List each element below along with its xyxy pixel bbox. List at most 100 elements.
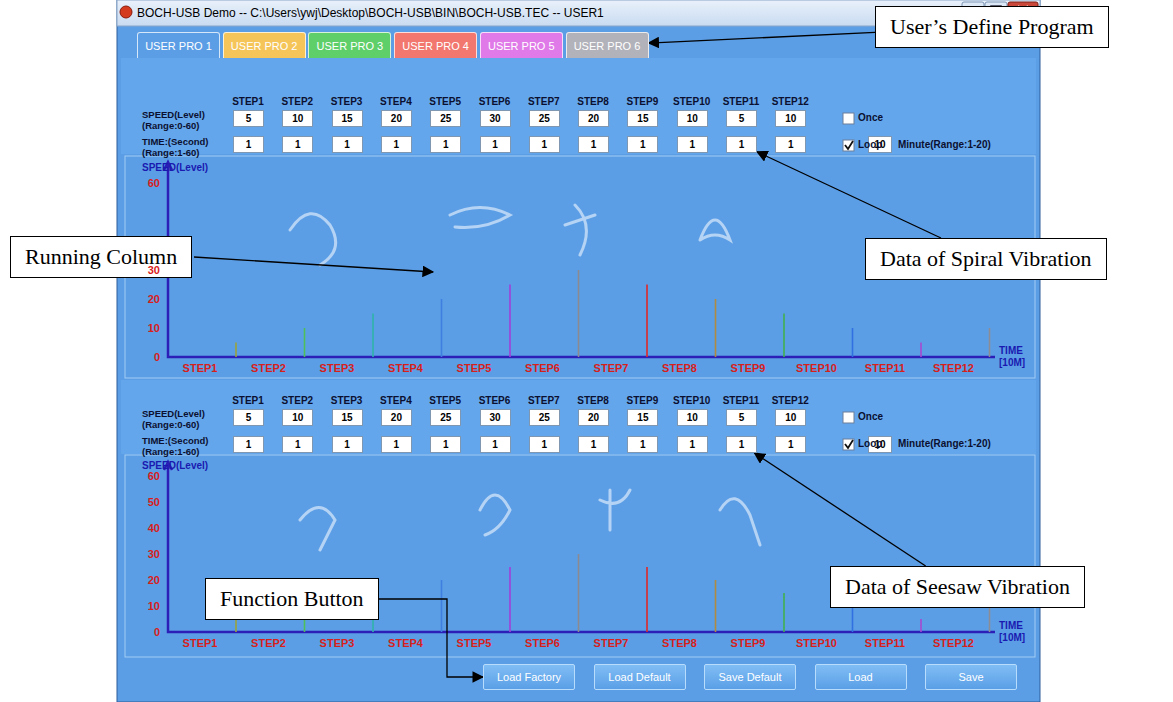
running-column — [715, 299, 717, 357]
speed-field: 5 — [233, 409, 264, 426]
tick-label: 40 — [148, 522, 160, 534]
tick-label: 30 — [148, 264, 160, 276]
node-text: 1 — [344, 439, 350, 450]
time-field: 1 — [726, 136, 757, 153]
step-header: STEP5 — [429, 96, 461, 107]
node-text: 15 — [342, 412, 353, 423]
node-text: 10 — [687, 113, 698, 124]
path-shape — [450, 208, 510, 228]
node-text: 1 — [591, 439, 597, 450]
node-text: Load Default — [608, 671, 670, 683]
time-field: 1 — [282, 136, 313, 153]
running-column — [578, 270, 580, 357]
time-field: 1 — [381, 436, 412, 453]
step-header: STEP7 — [528, 395, 560, 406]
step-header: STEP4 — [380, 96, 412, 107]
axis-step: STEP2 — [251, 362, 286, 374]
speed-field: 15 — [332, 409, 363, 426]
node-text: 25 — [539, 113, 550, 124]
speed-field: 20 — [578, 409, 609, 426]
tick-label: 10 — [148, 322, 160, 334]
time-field: 1 — [332, 436, 363, 453]
running-column — [783, 593, 785, 632]
time-field: 1 — [775, 136, 806, 153]
time-field: 1 — [578, 136, 609, 153]
running-column — [715, 580, 717, 632]
speed-field: 10 — [282, 409, 313, 426]
time-field: 1 — [430, 436, 461, 453]
circle-shape — [120, 6, 132, 18]
node-text: USER PRO 1 — [145, 40, 212, 52]
speed-field: 10 — [282, 110, 313, 127]
node-text: 1 — [344, 139, 350, 150]
callout-arrow — [757, 152, 941, 238]
function-button: Load — [815, 664, 907, 690]
running-column — [920, 343, 922, 358]
node-text: 25 — [440, 412, 451, 423]
time-field: 1 — [578, 436, 609, 453]
axis-step: STEP10 — [796, 362, 837, 374]
axis-step: STEP3 — [320, 362, 355, 374]
line-shape — [194, 257, 433, 272]
row-label: SPEED(Level) (Range:0-60) — [142, 408, 222, 430]
rect-shape — [843, 412, 854, 423]
tick-label: 60 — [148, 177, 160, 189]
callout-arrow — [754, 453, 925, 566]
node-text: 1 — [394, 139, 400, 150]
option-label: Once — [858, 411, 883, 422]
step-header: STEP3 — [331, 96, 363, 107]
axis-title: SPEED(Level) — [142, 162, 208, 174]
axis-step: STEP4 — [388, 362, 423, 374]
step-header: STEP12 — [772, 395, 809, 406]
axis-step: STEP5 — [457, 637, 492, 649]
time-field: 1 — [627, 436, 658, 453]
node-text: 1 — [739, 139, 745, 150]
node-text: Function Button — [220, 586, 364, 611]
option-label: Loop — [858, 139, 882, 150]
tick-label: 20 — [148, 293, 160, 305]
node-text: 15 — [637, 113, 648, 124]
step-header: STEP12 — [772, 96, 809, 107]
rect-shape — [121, 58, 1036, 154]
axis-step: STEP12 — [933, 637, 974, 649]
step-header: STEP9 — [627, 395, 659, 406]
node-text: 20 — [391, 412, 402, 423]
time-field: 1 — [775, 436, 806, 453]
node-text: 1 — [246, 439, 252, 450]
path-shape — [600, 490, 630, 530]
speed-field: 15 — [332, 110, 363, 127]
time-field: 1 — [381, 136, 412, 153]
axis-step: STEP5 — [457, 362, 492, 374]
node-text: 1 — [640, 139, 646, 150]
time-field: 1 — [529, 436, 560, 453]
node-text: 1 — [443, 139, 449, 150]
node-text: 5 — [739, 113, 745, 124]
axis-step: STEP11 — [865, 362, 905, 374]
tick-label: 0 — [154, 626, 160, 638]
step-header: STEP8 — [577, 96, 609, 107]
speed-field: 25 — [430, 110, 461, 127]
function-button: Save — [925, 664, 1017, 690]
running-column — [372, 314, 374, 358]
time-field: 1 — [480, 136, 511, 153]
node-text: 5 — [246, 412, 252, 423]
running-column — [646, 567, 648, 632]
node-text: 5 — [739, 412, 745, 423]
node-text: 1 — [739, 439, 745, 450]
time-field: 1 — [233, 136, 264, 153]
step-header: STEP7 — [528, 96, 560, 107]
step-header: STEP3 — [331, 395, 363, 406]
axis-step: STEP8 — [662, 362, 697, 374]
callout-box: Running Column — [10, 236, 192, 278]
step-header: STEP1 — [232, 96, 264, 107]
tick-label: 50 — [148, 496, 160, 508]
speed-field: 10 — [677, 409, 708, 426]
time-field: 1 — [430, 136, 461, 153]
node-text: 10 — [292, 412, 303, 423]
node-text: User’s Define Program — [890, 14, 1094, 39]
program-tab: USER PRO 3 — [308, 32, 391, 58]
step-header: STEP6 — [479, 96, 511, 107]
option-label: Minute(Range:1-20) — [898, 438, 991, 449]
g-shape — [164, 162, 995, 632]
time-field: 1 — [233, 436, 264, 453]
